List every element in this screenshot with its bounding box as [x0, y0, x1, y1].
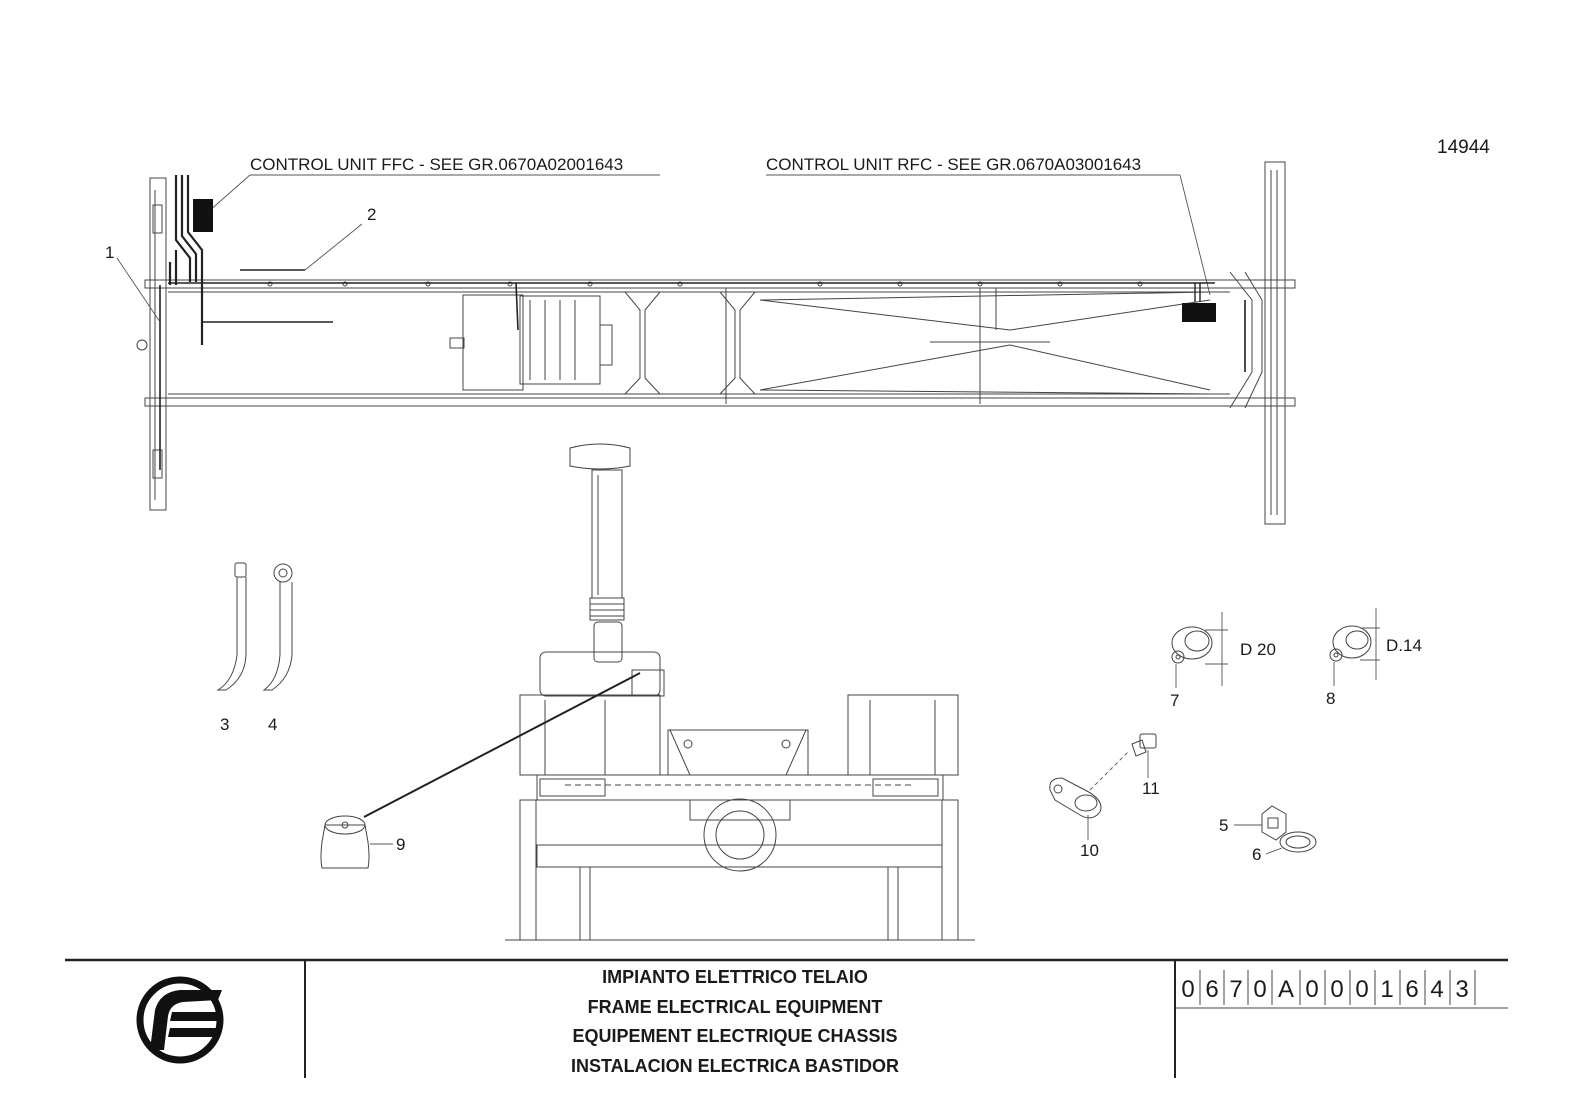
callout-ffc: CONTROL UNIT FFC - SEE GR.0670A02001643 — [250, 155, 623, 174]
p-clip-10 — [1049, 777, 1102, 819]
pipe-clamp-7 — [1171, 626, 1213, 664]
chassis-top-view — [136, 161, 1296, 525]
part-9-number: 9 — [396, 835, 405, 854]
wiring-harness — [159, 175, 1246, 470]
leader-rfc — [1179, 174, 1211, 296]
title-block — [65, 958, 1508, 1078]
part-3-number: 3 — [220, 715, 229, 734]
part-8-number: 8 — [1326, 689, 1335, 708]
part-2-number: 2 — [367, 205, 376, 224]
part-4-number: 4 — [268, 715, 277, 734]
title-line-fr: EQUIPEMENT ELECTRIQUE CHASSIS — [572, 1026, 897, 1046]
part-1-number: 1 — [105, 243, 114, 262]
rubber-cap-9 — [320, 815, 370, 869]
code-char: 7 — [1229, 976, 1242, 1003]
cable-tie-3 — [216, 562, 247, 691]
title-line-it: IMPIANTO ELETTRICO TELAIO — [602, 967, 868, 987]
part-code: 0 6 7 0 A 0 0 0 1 6 4 3 — [1181, 976, 1468, 1003]
code-char: 4 — [1430, 976, 1443, 1003]
cable-tie-4 — [262, 563, 293, 691]
leader-ffc — [207, 174, 251, 213]
pipe-clamp-8 — [1329, 625, 1372, 662]
drawing-number: 14944 — [1437, 137, 1490, 158]
part-11-number: 11 — [1142, 779, 1160, 798]
control-unit-ffc — [193, 199, 213, 232]
control-unit-rfc — [1182, 303, 1216, 322]
code-char: 0 — [1305, 976, 1318, 1003]
callout-rfc: CONTROL UNIT RFC - SEE GR.0670A03001643 — [766, 155, 1141, 174]
manufacturer-logo — [136, 976, 224, 1064]
code-char: 6 — [1205, 976, 1218, 1003]
code-char: 1 — [1380, 976, 1393, 1003]
code-char: 0 — [1330, 976, 1343, 1003]
dimension-d20: D 20 — [1240, 640, 1276, 659]
dimension-d14: D.14 — [1386, 636, 1422, 655]
part-6-number: 6 — [1252, 845, 1261, 864]
truck-rear-view — [505, 443, 975, 941]
part-10-number: 10 — [1080, 841, 1099, 860]
code-char: 3 — [1455, 976, 1468, 1003]
title-line-en: FRAME ELECTRICAL EQUIPMENT — [588, 997, 883, 1017]
band-tie-6 — [1279, 831, 1317, 853]
code-char: 0 — [1355, 976, 1368, 1003]
code-char: 6 — [1405, 976, 1418, 1003]
code-char: 0 — [1253, 976, 1266, 1003]
code-char: A — [1278, 976, 1294, 1003]
part-7-number: 7 — [1170, 691, 1179, 710]
code-char: 0 — [1181, 976, 1194, 1003]
screw-11 — [1131, 733, 1157, 757]
title-line-es: INSTALACION ELECTRICA BASTIDOR — [571, 1056, 899, 1076]
part-5-number: 5 — [1219, 816, 1228, 835]
holder-5 — [1261, 805, 1287, 841]
